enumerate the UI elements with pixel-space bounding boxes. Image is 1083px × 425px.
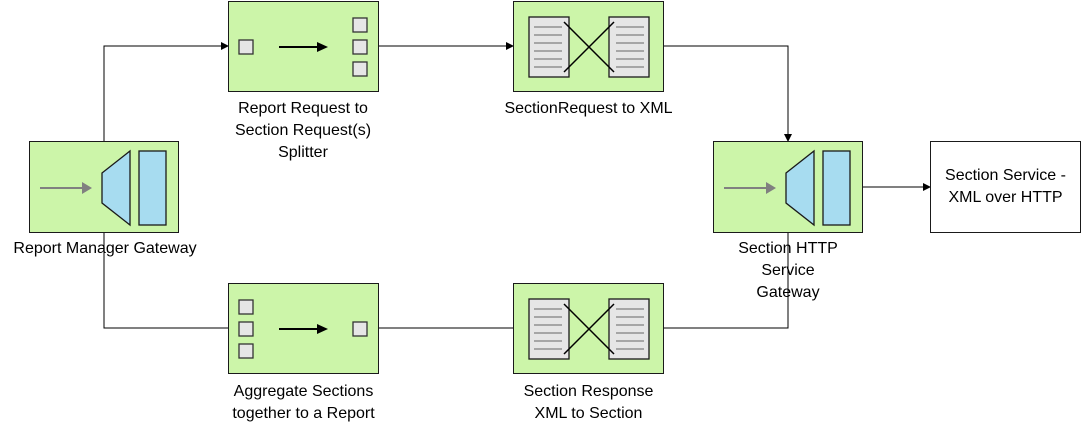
report-manager-gateway-node[interactable] [29, 141, 179, 233]
report-manager-gateway-label: Report Manager Gateway [13, 240, 197, 257]
aggregator-node[interactable] [228, 283, 379, 374]
splitter-node[interactable] [228, 1, 379, 92]
edge-aggregator-to-gateway [103, 233, 235, 332]
edge-gateway-to-splitter [103, 42, 229, 141]
transformer-icon [528, 16, 650, 78]
section-http-gateway-node[interactable] [713, 141, 863, 233]
gateway-icon [724, 149, 851, 227]
splitter-icon [238, 17, 368, 77]
section-request-to-xml-node[interactable] [513, 1, 664, 92]
aggregator-label: Aggregate Sections together to a Report [232, 383, 375, 422]
transformer-icon [528, 298, 650, 360]
edge-http-gateway-to-response-transformer [664, 226, 792, 329]
splitter-label: Report Request to Section Request(s) Spl… [234, 100, 372, 161]
gateway-icon [40, 149, 167, 227]
edge-transformer-to-http-gateway [664, 45, 792, 142]
section-response-transformer-node[interactable] [513, 283, 664, 374]
aggregator-icon [238, 299, 368, 359]
section-service-node[interactable]: Section Service - XML over HTTP [930, 141, 1081, 233]
section-request-to-xml-label: SectionRequest to XML [504, 100, 673, 117]
section-service-label: Section Service - XML over HTTP [945, 167, 1066, 206]
section-http-gateway-label: Section HTTP Service Gateway [738, 240, 838, 301]
section-response-transformer-label: Section Response XML to Section [523, 383, 654, 422]
